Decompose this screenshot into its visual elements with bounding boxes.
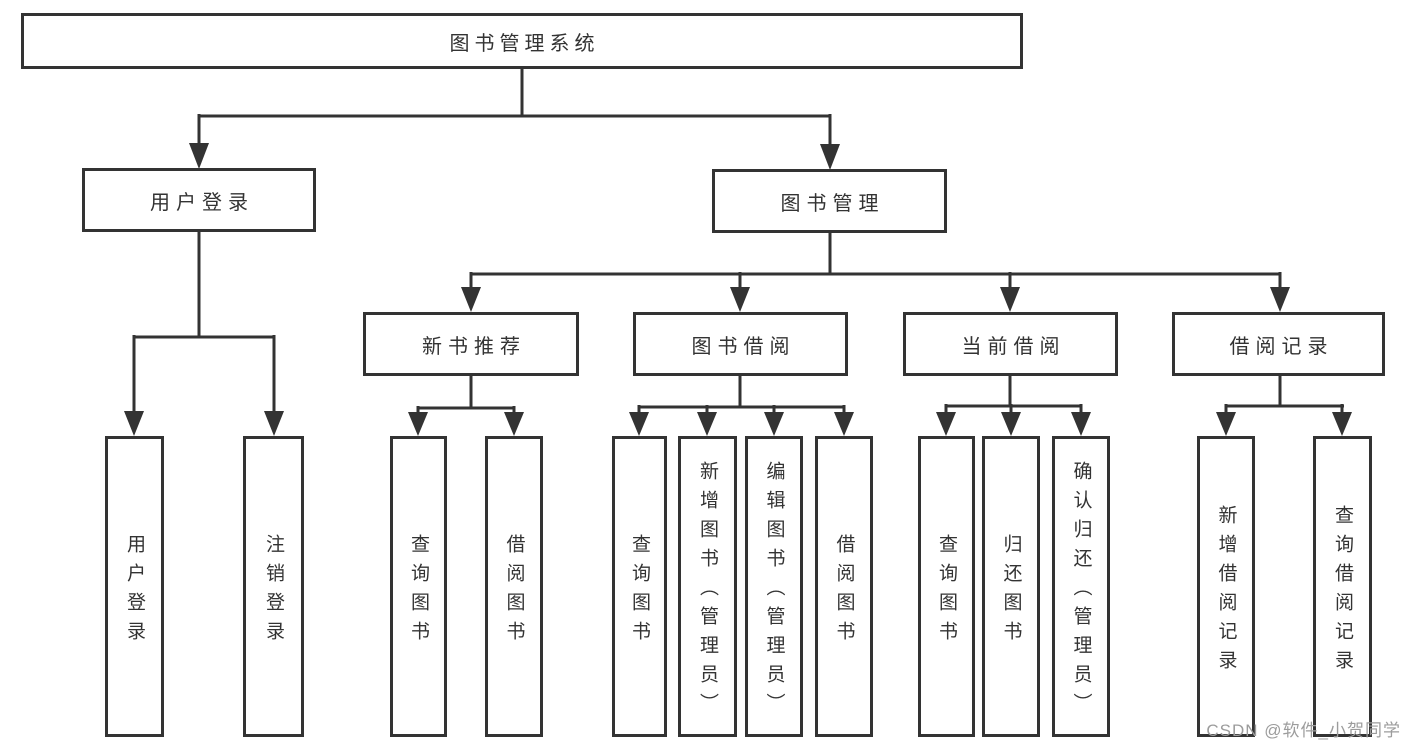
arrowhead: [764, 412, 784, 436]
arrowhead: [1216, 412, 1236, 436]
node-leaf-query-borrow-record: 查询借阅记录: [1313, 436, 1372, 737]
arrowhead: [936, 412, 956, 436]
arrowhead: [124, 411, 144, 436]
node-leaf-add-borrow-record: 新增借阅记录: [1197, 436, 1255, 737]
arrowhead: [697, 412, 717, 436]
node-current-borrow: 当前借阅: [903, 312, 1118, 376]
node-leaf-borrow-books-recommend-label: 借阅图书: [503, 533, 525, 650]
node-leaf-add-book-admin: 新增图书（管理员）: [678, 436, 737, 737]
node-leaf-query-books-current-label: 查询图书: [936, 533, 957, 650]
node-borrow-records-label: 借阅记录: [1229, 335, 1334, 358]
node-book-borrow: 图书借阅: [633, 312, 848, 376]
node-leaf-return-book: 归还图书: [982, 436, 1040, 737]
node-current-borrow-label: 当前借阅: [961, 335, 1066, 358]
node-leaf-logout-label: 注销登录: [263, 533, 284, 650]
node-leaf-user-login: 用户登录: [105, 436, 164, 737]
node-leaf-query-books-recommend-label: 查询图书: [408, 533, 429, 650]
arrowhead: [1332, 412, 1352, 436]
node-borrow-records: 借阅记录: [1172, 312, 1385, 376]
connector-recommend-to-leaves: [408, 375, 524, 436]
arrowhead: [1000, 287, 1020, 312]
node-book-borrow-label: 图书借阅: [691, 335, 796, 358]
node-leaf-query-books-borrow-label: 查询图书: [629, 533, 650, 650]
csdn-watermark: CSDN @软件_小贺同学: [1206, 721, 1401, 740]
node-leaf-logout: 注销登录: [243, 436, 304, 737]
node-user-login-label: 用户登录: [150, 191, 254, 214]
node-book-management: 图书管理: [712, 169, 947, 233]
node-new-book-recommend: 新书推荐: [363, 312, 579, 376]
arrowhead: [629, 412, 649, 436]
node-book-management-label: 图书管理: [780, 192, 885, 215]
arrowhead: [504, 412, 524, 436]
arrowhead: [461, 287, 481, 312]
node-leaf-query-books-borrow: 查询图书: [612, 436, 667, 737]
connector-management-to-sections: [461, 233, 1290, 312]
node-leaf-add-borrow-record-label: 新增借阅记录: [1215, 504, 1237, 679]
node-leaf-edit-book-admin-label: 编辑图书（管理员）: [763, 461, 785, 722]
node-leaf-add-book-admin-label: 新增图书（管理员）: [697, 461, 718, 722]
node-leaf-user-login-label: 用户登录: [124, 533, 145, 650]
arrowhead: [264, 411, 284, 436]
node-root-label: 图书管理系统: [449, 32, 600, 55]
arrowhead: [1270, 287, 1290, 312]
arrowhead: [820, 144, 840, 170]
arrowhead: [408, 412, 428, 436]
arrowhead: [1001, 412, 1021, 436]
connector-borrow-to-leaves: [629, 375, 854, 436]
node-new-book-recommend-label: 新书推荐: [422, 335, 526, 358]
arrowhead: [1071, 412, 1091, 436]
node-leaf-query-books-current: 查询图书: [918, 436, 975, 737]
node-leaf-borrow-books: 借阅图书: [815, 436, 873, 737]
node-root: 图书管理系统: [21, 13, 1023, 69]
node-leaf-borrow-books-recommend: 借阅图书: [485, 436, 543, 737]
node-leaf-edit-book-admin: 编辑图书（管理员）: [745, 436, 803, 737]
node-leaf-confirm-return-admin-label: 确认归还（管理员）: [1070, 461, 1092, 722]
arrowhead: [730, 287, 750, 312]
node-leaf-query-books-recommend: 查询图书: [390, 436, 447, 737]
connector-root-to-level2: [189, 68, 840, 170]
arrowhead: [834, 412, 854, 436]
node-leaf-confirm-return-admin: 确认归还（管理员）: [1052, 436, 1110, 737]
arrowhead: [189, 143, 209, 169]
connector-records-to-leaves: [1216, 375, 1352, 436]
node-leaf-return-book-label: 归还图书: [1000, 533, 1022, 650]
node-user-login: 用户登录: [82, 168, 316, 232]
connector-current-to-leaves: [936, 375, 1091, 436]
connector-login-to-leaves: [124, 231, 284, 436]
node-leaf-borrow-books-label: 借阅图书: [833, 533, 855, 650]
node-leaf-query-borrow-record-label: 查询借阅记录: [1332, 504, 1353, 679]
